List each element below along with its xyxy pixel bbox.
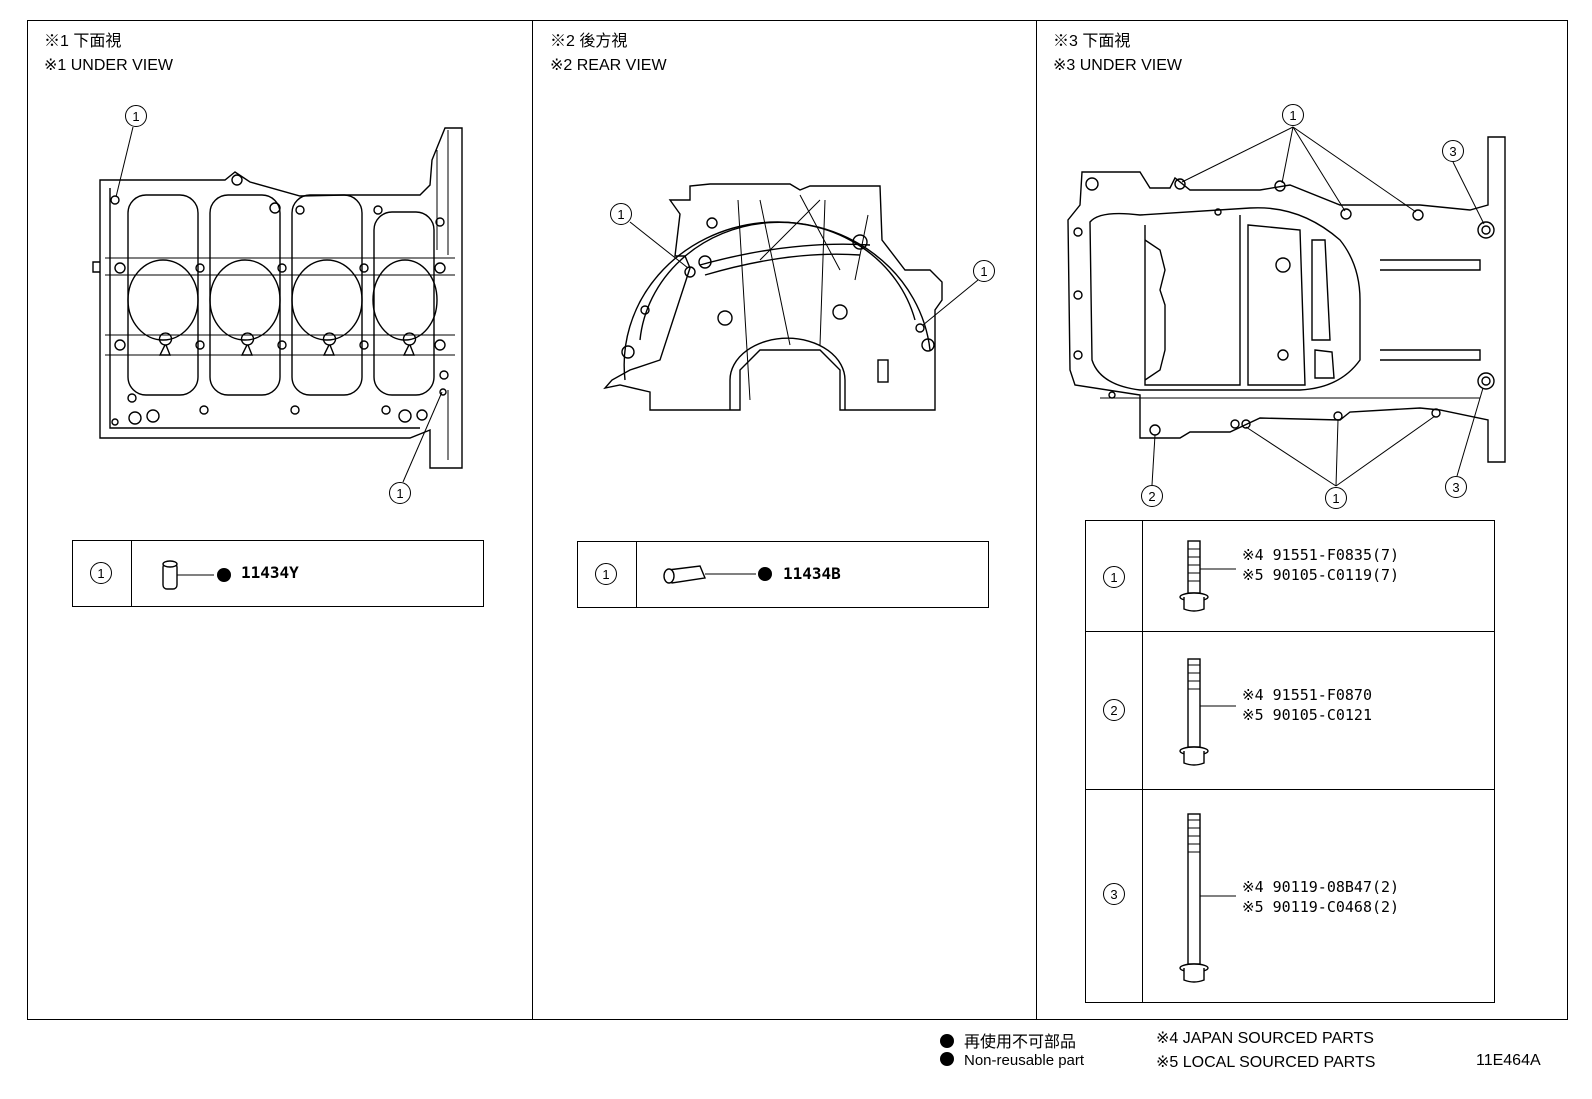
view1-part-table: 1 11434Y [72,540,484,607]
legend-nonreusable-en-text: Non-reusable part [964,1052,1085,1069]
view2-callout-1-left: 1 [610,203,632,225]
view3-callout-1-top: 1 [1282,104,1304,126]
bolt-row-3-text: ※4 90119-08B47(2) ※5 90119-C0468(2) [1242,877,1399,917]
view2-table-number-cell: 1 [578,542,637,607]
view3-callout-3-top: 3 [1442,140,1464,162]
diagram-frame [27,20,1568,1020]
view3-bolt-table: 1 ※4 91551-F0835(7) ※5 90105-C0119(7) 2 … [1085,520,1495,1003]
view1-title-jp: ※1 下面視 [44,33,122,50]
view3-title-en: ※3 UNDER VIEW [1053,57,1182,74]
flange-bolt-long-icon [1179,813,1236,983]
bolt-row-1-japan: ※4 91551-F0835(7) [1242,546,1400,564]
view3-callout-1-bottom: 1 [1325,487,1347,509]
view3-title-jp: ※3 下面視 [1053,33,1131,50]
straight-pin-icon [663,565,772,584]
bolt-row-2-number: 2 [1103,699,1125,721]
knock-pin-icon [162,560,231,590]
legend-nonreusable-jp-text: 再使用不可部品 [964,1034,1077,1051]
view1-part-number: 11434Y [241,563,299,582]
nonreusable-dot-icon [940,1034,954,1048]
view1-table-number: 1 [90,562,112,584]
view1-title-en: ※1 UNDER VIEW [44,57,173,74]
bolt-row-2-local: ※5 90105-C0121 [1242,706,1372,724]
legend-japan-sourced: ※4 JAPAN SOURCED PARTS [1156,1030,1374,1047]
view2-part-number: 11434B [783,564,841,583]
view1-table-number-cell: 1 [73,541,132,606]
bolt-row-3-japan: ※4 90119-08B47(2) [1242,878,1400,896]
view2-title-en: ※2 REAR VIEW [550,57,667,74]
legend-local-sourced: ※5 LOCAL SOURCED PARTS [1156,1054,1376,1071]
view3-callout-3-bottom: 3 [1445,476,1467,498]
view1-callout-1-bottom: 1 [389,482,411,504]
flange-bolt-short-icon [1179,540,1236,612]
legend-nonreusable-en: Non-reusable part [940,1052,1084,1069]
view3-callout-2: 2 [1141,485,1163,507]
view1-title: ※1 下面視 ※1 UNDER VIEW [44,30,173,78]
bolt-row-1-number: 1 [1103,566,1125,588]
view3-title: ※3 下面視 ※3 UNDER VIEW [1053,30,1182,78]
bolt-row-1-local: ※5 90105-C0119(7) [1242,566,1400,584]
panel-divider-2 [1036,20,1037,1020]
view2-table-number: 1 [595,563,617,585]
figure-id: 11E464A [1476,1052,1541,1069]
nonreusable-dot-icon [940,1052,954,1066]
view3-table-number-column [1086,521,1143,1002]
view2-title: ※2 後方視 ※2 REAR VIEW [550,30,667,78]
legend-nonreusable-jp: 再使用不可部品 [940,1028,1076,1052]
view1-callout-1-top: 1 [125,105,147,127]
flange-bolt-medium-icon [1179,658,1236,766]
bolt-row-3-number: 3 [1103,883,1125,905]
view2-part-table: 1 11434B [577,541,989,608]
bolt-row-1-text: ※4 91551-F0835(7) ※5 90105-C0119(7) [1242,545,1399,585]
bolt-row-2-text: ※4 91551-F0870 ※5 90105-C0121 [1242,685,1372,725]
view2-callout-1-right: 1 [973,260,995,282]
row-divider-1 [1086,631,1494,632]
row-divider-2 [1086,789,1494,790]
panel-divider-1 [532,20,533,1020]
bolt-row-2-japan: ※4 91551-F0870 [1242,686,1372,704]
bolt-row-3-local: ※5 90119-C0468(2) [1242,898,1400,916]
view2-title-jp: ※2 後方視 [550,33,628,50]
